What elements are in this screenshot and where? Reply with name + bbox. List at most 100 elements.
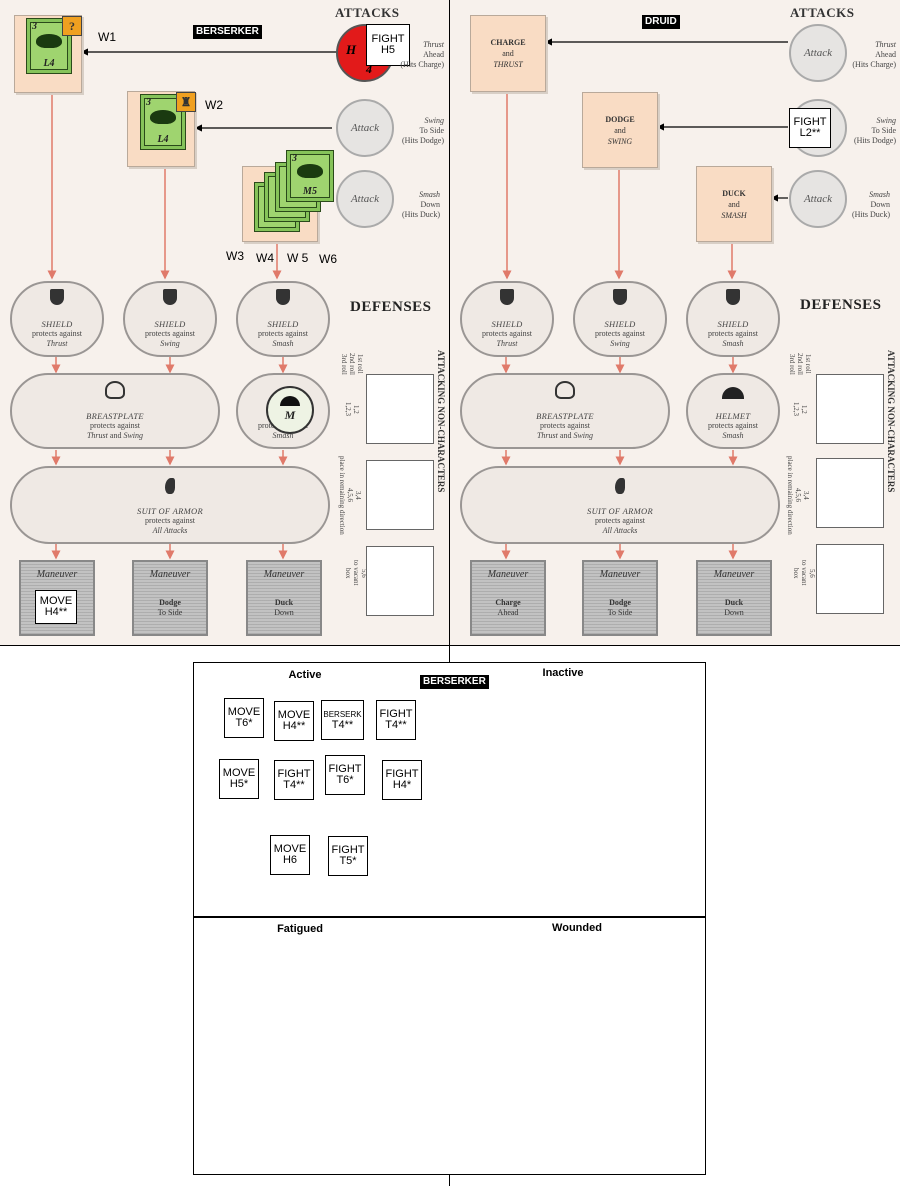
panel-divider-h	[193, 916, 705, 918]
breastplate-icon	[555, 381, 575, 399]
arrow-lines	[47, 48, 338, 560]
vertical-divider	[449, 0, 450, 1186]
helmet-icon	[722, 387, 744, 399]
active-title: Active	[288, 669, 322, 681]
weight-label-w1: W1	[98, 30, 116, 44]
attacks-title: ATTACKS	[335, 5, 400, 20]
m-label: M	[284, 408, 296, 422]
side-title: ATTACKING NON-CHARACTERS	[436, 350, 446, 493]
fatigued-title: Fatigued	[277, 923, 323, 935]
shield-icon	[276, 289, 290, 305]
shield-icon	[726, 289, 740, 305]
breastplate-icon	[105, 381, 125, 399]
stack-label: W4	[256, 251, 274, 265]
monster-number: 3	[292, 153, 297, 164]
attack-circle-smash[interactable]: Attack	[336, 170, 394, 228]
fight-chit-h5[interactable]: FIGHT H5	[366, 24, 410, 66]
chit-value: H5	[380, 44, 396, 56]
shield-icon	[163, 289, 177, 305]
armor-icon	[615, 478, 625, 494]
attack-circle-smash[interactable]: Attack	[789, 170, 847, 228]
target-box-2[interactable]	[816, 458, 884, 528]
troll-icon	[297, 164, 323, 178]
monster-label: L4	[157, 134, 169, 145]
horizontal-divider	[0, 645, 900, 646]
attack-circle-swing[interactable]: Attack	[336, 99, 394, 157]
monster-chit-w1[interactable]: 3 L4	[26, 18, 72, 74]
stack-label: W 5	[287, 251, 309, 265]
character-badge: BERSERKER	[193, 25, 262, 39]
target-box-3[interactable]	[366, 546, 434, 616]
attack-circle-thrust[interactable]: Attack	[789, 24, 847, 82]
helmet-icon	[280, 396, 300, 406]
monster-m-counter[interactable]: M	[266, 386, 314, 434]
attack-letter: H	[346, 42, 357, 57]
tower-marker-icon[interactable]: ♜	[176, 92, 196, 112]
attack-time: 4	[366, 62, 372, 76]
weight-label-w2: W2	[205, 98, 223, 112]
troll-icon	[36, 33, 62, 48]
target-box-3[interactable]	[816, 544, 884, 614]
shield-icon	[613, 289, 627, 305]
target-box-2[interactable]	[366, 460, 434, 530]
target-box-1[interactable]	[816, 374, 884, 444]
arrow-lines	[501, 38, 788, 560]
wounded-title: Wounded	[552, 922, 602, 934]
character-badge: DRUID	[642, 15, 680, 29]
monster-number: 3	[32, 21, 37, 32]
defenses-title: DEFENSES	[800, 297, 882, 313]
inactive-title: Inactive	[542, 667, 584, 679]
shield-icon	[500, 289, 514, 305]
defenses-title: DEFENSES	[350, 299, 432, 315]
monster-chit-stack-top[interactable]: 3 M5	[286, 150, 334, 202]
troll-icon	[150, 109, 176, 124]
target-box-1[interactable]	[366, 374, 434, 444]
armor-icon	[165, 478, 175, 494]
flip-marker-icon[interactable]: ?	[62, 16, 82, 36]
